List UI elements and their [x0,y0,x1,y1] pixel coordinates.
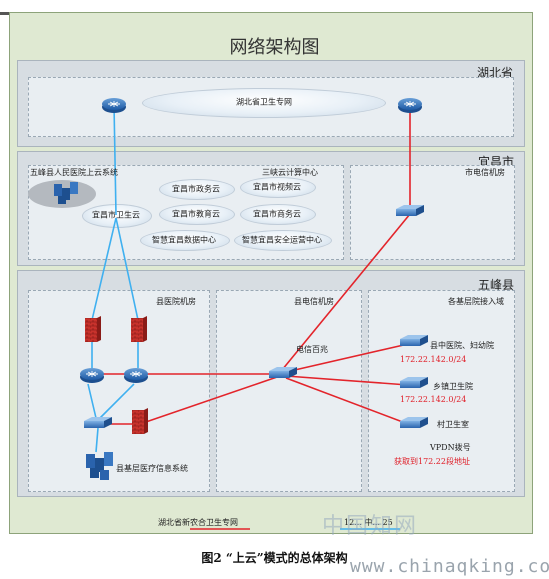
cloud-6-label: 智慧宜昌安全运营中心 [242,235,322,245]
router-hubei-right [398,98,422,113]
router-county-left [80,368,104,383]
switch-site-3 [400,417,428,428]
access-zone-label: 各基层院接入域 [448,297,504,306]
blue-link-sw-core [87,383,97,419]
blue-link-firewall-1 [91,217,117,321]
watermark: www.chinaqking.com [350,556,549,577]
blue-links [87,103,139,453]
switch-site-2 [400,377,428,388]
cloud-1-label: 宜昌市政务云 [172,184,220,194]
region-hubei-label: 湖北省 [477,66,514,80]
county-hospital-room [28,290,210,492]
cloud-3-label: 宜昌市教育云 [172,209,220,219]
server-cluster-yichang [28,180,96,208]
hubei-health-cloud-label: 湖北省卫生专网 [236,97,292,107]
cloud-5 [140,230,230,251]
site-2-ip: 172.22.142.0/24 [400,395,467,404]
city-telecom-room-label: 市电信机房 [465,168,505,177]
firewall-2 [131,316,147,342]
red-link-city-county [281,213,411,371]
hubei-health-cloud [142,88,386,118]
grassroots-system-label: 县基层医疗信息系统 [116,464,188,473]
red-link-site-2 [285,375,409,386]
legend-blue-label: 12... 中... 25 [344,518,393,527]
blue-link-hubei-router [113,103,117,216]
cloud-2-label: 宜昌市视频云 [253,182,301,192]
red-links [100,104,411,425]
router-county-right [124,368,148,383]
blue-link-sw2-core [99,383,135,419]
cloud-2 [240,177,316,198]
server-cluster-county [86,452,113,480]
red-link-firewall-hub [139,375,281,425]
legend-red-label: 湖北省新农合卫生专网 [158,518,238,527]
yichang-telecom-zone [350,165,515,260]
county-telecom-room [216,290,362,492]
figure-caption: 图2 “上云”模式的总体架构 [201,551,348,565]
blue-link-core-servers [95,427,99,453]
site-3-name: 村卫生室 [437,420,469,429]
watermark-cn: 中国知网 [322,514,419,539]
vpdn-note: 获取到172.22段地址 [394,457,470,466]
cloud-3 [159,204,235,225]
sanxia-label: 三峡云计算中心 [262,168,318,177]
firewall-3 [132,408,148,434]
cloud-4 [240,204,316,225]
grassroots-access-zone [368,290,515,492]
switch-site-1 [400,335,428,346]
cloud-6 [234,230,332,251]
county-hospital-room-label: 县医院机房 [156,297,196,306]
county-telecom-room-label: 县电信机房 [294,297,334,306]
switch-telecom-hub [269,367,297,378]
cloud-4-label: 宜昌市商务云 [253,209,301,219]
region-wufeng-label: 五峰县 [478,278,515,292]
hospital-system-label: 五峰县人民医院上云系统 [30,168,118,177]
switch-county-core [84,417,112,428]
vpdn-label: VPDN拨号 [430,443,471,452]
site-1-ip: 172.22.142.0/24 [400,355,467,364]
firewall-1 [85,316,101,342]
cloud-1 [159,179,235,200]
router-hubei-left [102,98,126,113]
red-link-site-3 [285,377,409,425]
diagram-title: 网络架构图 [229,37,320,58]
blue-link-firewall-2 [115,217,139,321]
red-link-site-1 [285,343,409,373]
telecom-hub-label: 电信百兆 [296,345,328,354]
cloud-5-label: 智慧宜昌数据中心 [152,235,216,245]
site-1-name: 县中医院、妇幼院 [430,341,494,350]
switch-city-telecom [396,205,424,216]
site-2-name: 乡镇卫生院 [433,382,473,391]
